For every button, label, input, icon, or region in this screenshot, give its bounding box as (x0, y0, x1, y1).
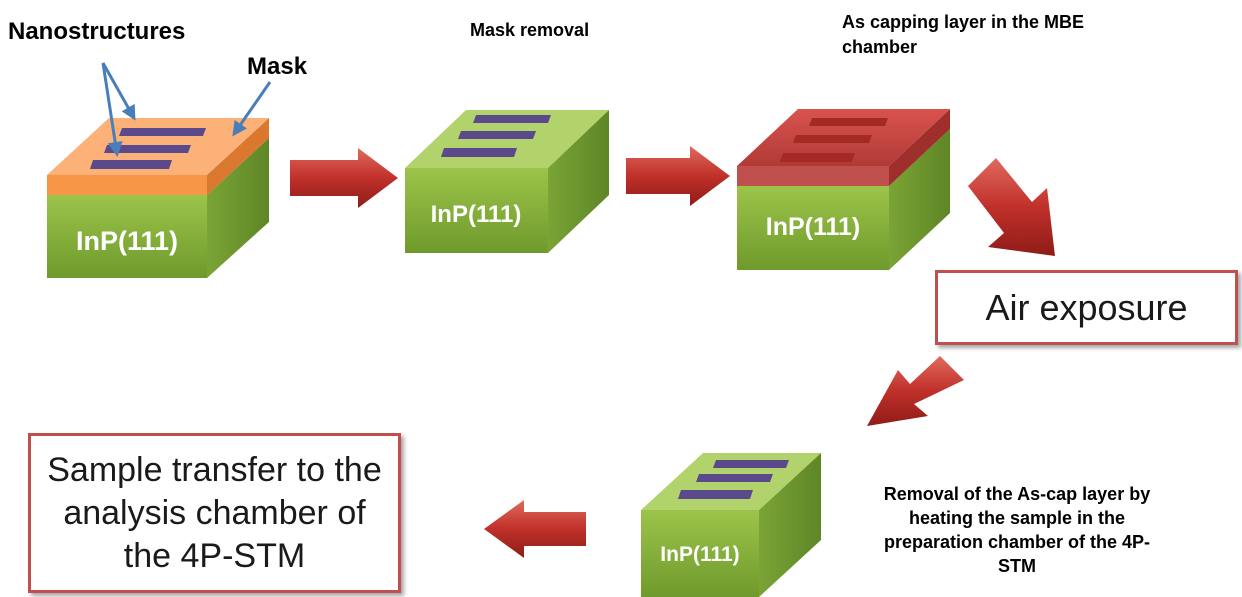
block-1-label: InP(111) (76, 226, 178, 256)
process-arrow-4 (867, 356, 964, 426)
process-arrow-3 (968, 158, 1055, 256)
mask-removal-label: Mask removal (470, 20, 590, 40)
block-1-substrate (47, 118, 269, 278)
block-4-label: InP(111) (660, 543, 739, 566)
removal-as-cap-label: Removal of the As-cap layer by heating t… (883, 484, 1151, 576)
mask-layer-side (207, 118, 269, 195)
block-4-substrate (641, 453, 821, 597)
as-capping-label: As capping layer in the MBE chamber (842, 12, 1085, 57)
as-cap-layer-side (889, 109, 950, 186)
mask-layer-front (47, 175, 207, 195)
mask-label: Mask (247, 53, 308, 80)
as-cap-layer-front (737, 166, 889, 186)
block-3-label: InP(111) (766, 213, 861, 241)
nanostructures (441, 115, 551, 157)
pointer-nanostructures-2 (101, 62, 123, 157)
pointer-mask (232, 81, 272, 137)
pointer-arrows (101, 62, 272, 157)
nanostructures (90, 128, 206, 169)
process-arrow-2 (626, 146, 730, 206)
sample-transfer-box: Sample transfer to the analysis chamber … (28, 433, 401, 593)
nanostructures-label: Nanostructures (8, 18, 186, 45)
block-3-substrate (737, 109, 950, 270)
process-arrow-1 (290, 148, 398, 208)
block-2-label: InP(111) (431, 201, 522, 228)
air-exposure-box: Air exposure (935, 270, 1238, 345)
block-2-substrate (405, 110, 609, 253)
process-arrow-5 (484, 500, 586, 558)
sample-transfer-text: Sample transfer to the analysis chamber … (47, 450, 382, 575)
air-exposure-text: Air exposure (985, 286, 1188, 328)
pointer-nanostructures-1 (101, 62, 136, 121)
capped-nanostructures (780, 118, 888, 162)
nanostructures (678, 460, 789, 499)
